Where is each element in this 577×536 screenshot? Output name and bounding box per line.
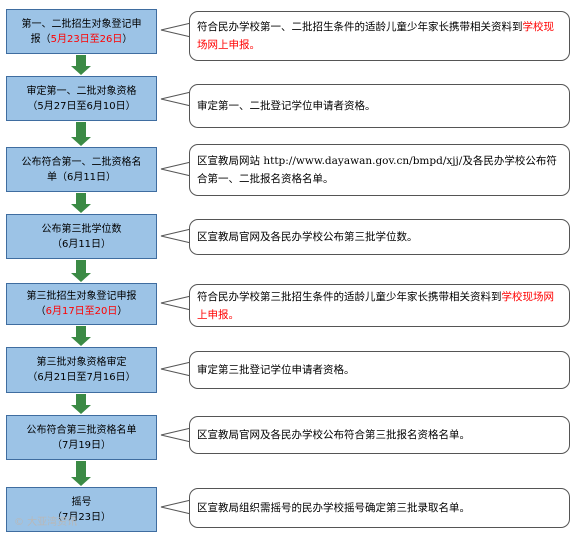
step-7-box: 公布符合第三批资格名单 （7月19日）	[6, 415, 157, 460]
callout-pointer-2	[160, 91, 192, 107]
arrow-3	[71, 193, 91, 213]
note-5-text: 符合民办学校第三批招生条件的适龄儿童少年家长携带相关资料到学校现场网上申报。	[197, 288, 562, 324]
arrow-5	[71, 326, 91, 346]
step-4-date: （6月11日）	[51, 238, 112, 250]
arrow-1-head	[71, 66, 91, 75]
callout-pointer-1	[160, 22, 192, 38]
note-3: 区宣教局网站 http://www.dayawan.gov.cn/bmpd/xj…	[189, 144, 570, 196]
note-8: 区宣教局组织需摇号的民办学校摇号确定第三批录取名单。	[189, 488, 570, 528]
note-3-main: 区宣教局网站	[197, 155, 264, 167]
step-4-title: 公布第三批学位数	[41, 223, 122, 235]
arrow-6-shaft	[76, 394, 86, 406]
step-6-date: （6月21日至7月16日）	[27, 372, 136, 383]
note-4-text: 区宣教局官网及各民办学校公布第三批学位数。	[197, 231, 418, 243]
note-5: 符合民办学校第三批招生条件的适龄儿童少年家长携带相关资料到学校现场网上申报。	[189, 284, 570, 327]
step-3-box: 公布符合第一、二批资格名 单（6月11日）	[6, 147, 157, 192]
arrow-7-head	[71, 477, 91, 486]
callout-pointer-3	[160, 161, 192, 177]
note-1-text: 符合民办学校第一、二批招生条件的适龄儿童少年家长携带相关资料到学校现场网上申报。	[197, 18, 562, 54]
callout-pointer-7	[160, 427, 192, 443]
note-6: 审定第三批登记学位申请者资格。	[189, 351, 570, 389]
note-3-text: 区宣教局网站 http://www.dayawan.gov.cn/bmpd/xj…	[197, 152, 562, 188]
note-7-text: 区宣教局官网及各民办学校公布符合第三批报名资格名单。	[197, 429, 470, 441]
callout-pointer-6	[160, 361, 192, 377]
step-5-date-post: ）	[117, 306, 128, 317]
step-1-date-post: ）	[122, 33, 133, 45]
step-1-date-line: 报（5月23日至26日）	[31, 32, 133, 47]
step-6-box: 第三批对象资格审定 （6月21日至7月16日）	[6, 347, 157, 393]
step-5-title: 第三批招生对象登记申报	[26, 291, 137, 302]
note-1-highlight: 学校现场网上申报。	[197, 21, 554, 51]
step-1-box: 第一、二批招生对象登记申 报（5月23日至26日）	[6, 9, 157, 54]
step-8-box: 摇号 （7月23日）	[6, 487, 157, 532]
arrow-6-head	[71, 405, 91, 414]
step-3-date: 单（6月11日）	[46, 171, 117, 183]
note-8-text: 区宣教局组织需摇号的民办学校摇号确定第三批录取名单。	[197, 502, 470, 514]
step-3-title: 公布符合第一、二批资格名	[21, 156, 142, 168]
step-6-title: 第三批对象资格审定	[36, 357, 127, 368]
note-2-text: 审定第一、二批登记学位申请者资格。	[197, 100, 376, 112]
arrow-5-head	[71, 337, 91, 346]
step-8-title: 摇号	[71, 496, 92, 508]
note-4: 区宣教局官网及各民办学校公布第三批学位数。	[189, 219, 570, 255]
note-1: 符合民办学校第一、二批招生条件的适龄儿童少年家长携带相关资料到学校现场网上申报。	[189, 11, 570, 61]
arrow-6	[71, 394, 91, 414]
arrow-1-shaft	[76, 55, 86, 67]
step-2-box: 审定第一、二批对象资格 （5月27日至6月10日）	[6, 76, 157, 121]
arrow-4-shaft	[76, 260, 86, 274]
step-5-box: 第三批招生对象登记申报 （6月17日至20日）	[6, 283, 157, 325]
arrow-2-shaft	[76, 122, 86, 138]
step-1-date-pre: 报（	[30, 33, 51, 45]
note-2: 审定第一、二批登记学位申请者资格。	[189, 84, 570, 128]
note-5-highlight: 学校现场网上申报。	[197, 290, 554, 321]
step-5-date: 6月17日至20日	[45, 306, 118, 317]
arrow-2	[71, 122, 91, 146]
step-7-title: 公布符合第三批资格名单	[26, 424, 137, 436]
callout-pointer-5	[160, 295, 192, 311]
step-4-box: 公布第三批学位数 （6月11日）	[6, 214, 157, 259]
note-3-tail: 及各民办学校公布符合第一、二批报名资格名单。	[197, 155, 557, 185]
callout-pointer-8	[160, 499, 192, 515]
arrow-2-head	[71, 137, 91, 146]
note-7: 区宣教局官网及各民办学校公布符合第三批报名资格名单。	[189, 416, 570, 454]
note-3-url-link[interactable]: http://www.dayawan.gov.cn/bmpd/xjj/	[263, 155, 463, 167]
step-1-title: 第一、二批招生对象登记申	[21, 18, 142, 30]
arrow-1	[71, 55, 91, 75]
arrow-4-head	[71, 273, 91, 282]
step-2-title: 审定第一、二批对象资格	[26, 85, 137, 97]
arrow-7	[71, 461, 91, 486]
step-7-date: （7月19日）	[51, 439, 112, 451]
arrow-4	[71, 260, 91, 282]
arrow-7-shaft	[76, 461, 86, 478]
note-5-main: 符合民办学校第三批招生条件的适龄儿童少年家长携带相关资料到	[197, 290, 502, 303]
note-1-main: 符合民办学校第一、二批招生条件的适龄儿童少年家长携带相关资料到	[197, 21, 523, 33]
step-8-date: （7月23日）	[51, 511, 112, 523]
arrow-3-head	[71, 204, 91, 213]
step-5-date-pre: （	[35, 306, 46, 317]
step-5-date-line: （6月17日至20日）	[36, 304, 128, 319]
step-2-date: （5月27日至6月10日）	[27, 100, 136, 112]
watermark: © 大亚湾资讯	[14, 517, 78, 528]
callout-pointer-4	[160, 228, 192, 244]
note-6-text: 审定第三批登记学位申请者资格。	[197, 364, 355, 376]
arrow-3-shaft	[76, 193, 86, 205]
step-1-date: 5月23日至26日	[50, 33, 123, 45]
arrow-5-shaft	[76, 326, 86, 338]
